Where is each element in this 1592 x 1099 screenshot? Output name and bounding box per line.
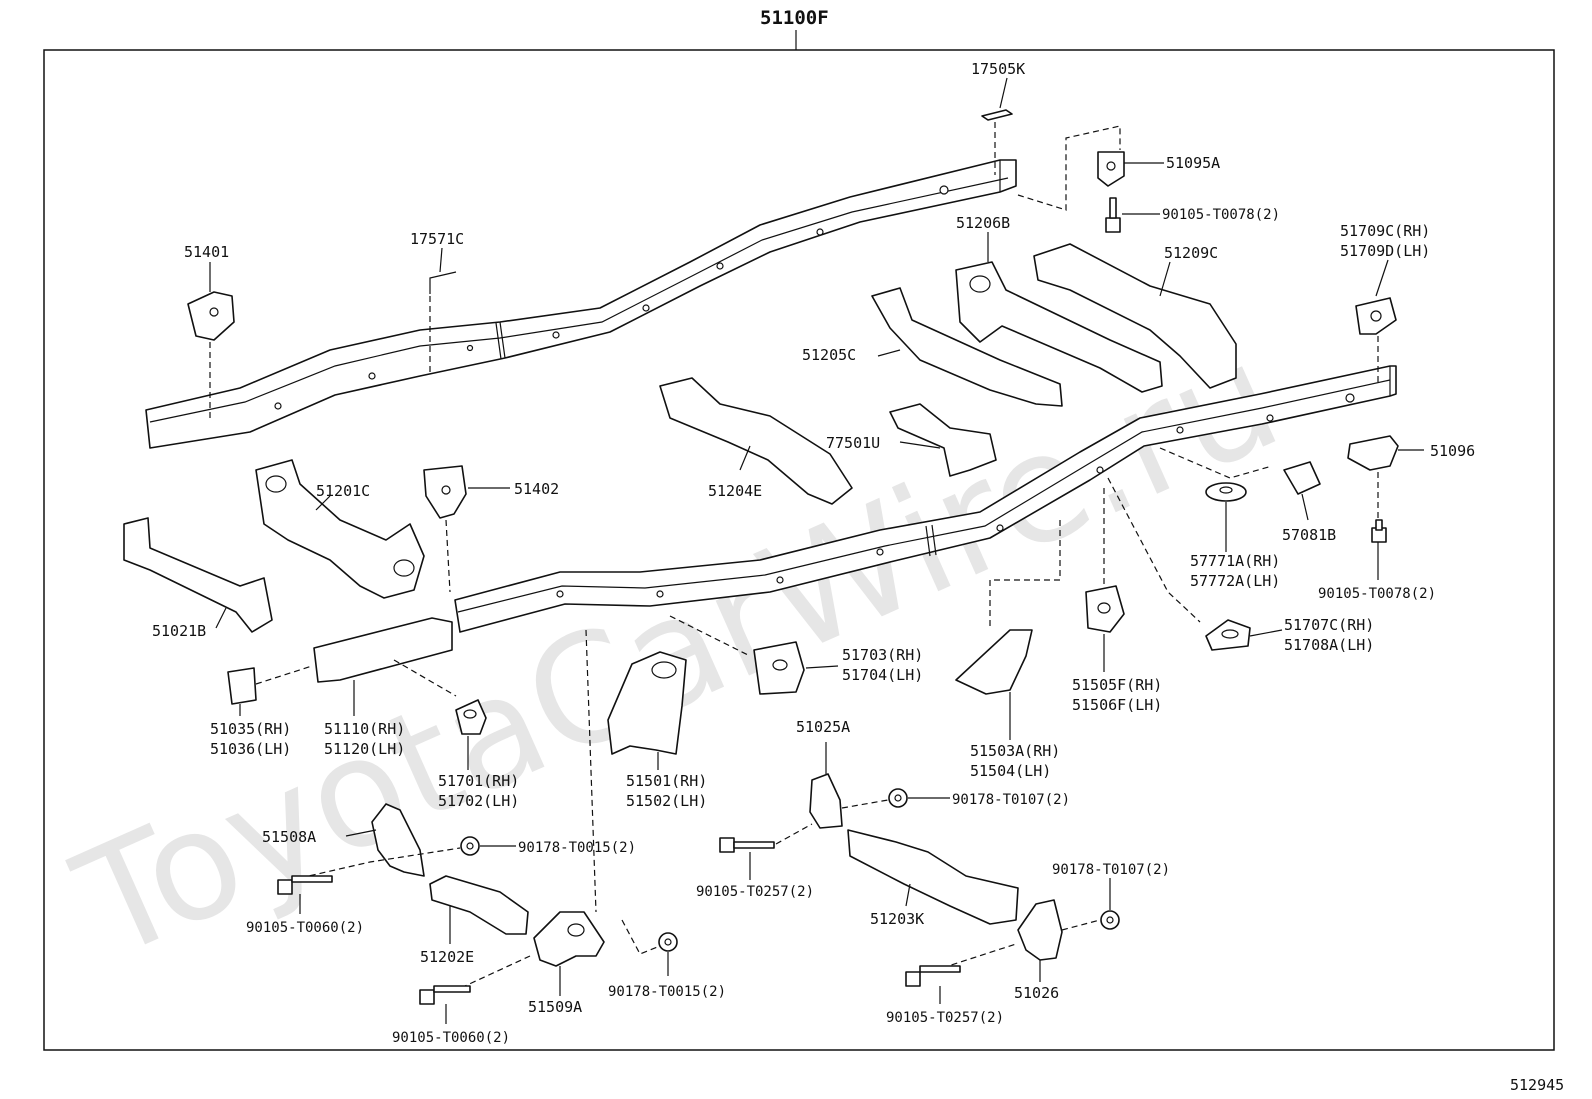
label-57081B: 57081B	[1282, 526, 1336, 544]
label-nut-0107-a: 90178-T0107(2)	[952, 792, 1070, 808]
part-51203K	[847, 829, 1019, 925]
part-51508A	[371, 803, 425, 877]
label-bolt-0060-b: 90105-T0060(2)	[392, 1030, 510, 1046]
diagram-border	[43, 49, 1555, 1051]
label-51503A: 51503A(RH)	[970, 742, 1060, 760]
label-bolt-0078-top: 90105-T0078(2)	[1162, 207, 1280, 223]
part-51503A	[955, 629, 1033, 695]
label-51201C: 51201C	[316, 482, 370, 500]
label-51508A: 51508A	[262, 828, 316, 846]
part-51401	[187, 291, 235, 341]
part-51110	[313, 617, 453, 683]
bolt-icon	[905, 965, 961, 987]
part-51509A	[533, 911, 605, 967]
label-51205C: 51205C	[802, 346, 856, 364]
label-51502: 51502(LH)	[626, 792, 707, 810]
part-17505K	[981, 109, 1013, 121]
label-51501: 51501(RH)	[626, 772, 707, 790]
label-nut-0107-b: 90178-T0107(2)	[1052, 862, 1170, 878]
label-51025A: 51025A	[796, 718, 850, 736]
label-51203K: 51203K	[870, 910, 924, 928]
label-17505K: 17505K	[971, 60, 1025, 78]
label-51095A: 51095A	[1166, 154, 1220, 172]
label-51709D: 51709D(LH)	[1340, 242, 1430, 260]
part-51204E	[659, 377, 853, 505]
bolt-icon	[719, 837, 775, 853]
bolt-icon	[1371, 519, 1387, 543]
label-nut-0015-b: 90178-T0015(2)	[608, 984, 726, 1000]
label-51707C: 51707C(RH)	[1284, 616, 1374, 634]
figure-number: 512945	[1510, 1076, 1564, 1094]
label-51702: 51702(LH)	[438, 792, 519, 810]
part-51205C	[871, 287, 1063, 407]
part-57081B	[1283, 461, 1321, 495]
label-57771A: 57771A(RH)	[1190, 552, 1280, 570]
part-51021B	[123, 517, 273, 633]
label-51110: 51110(RH)	[324, 720, 405, 738]
label-bolt-0257-b: 90105-T0257(2)	[886, 1010, 1004, 1026]
part-51025A	[809, 773, 843, 829]
label-57772A: 57772A(LH)	[1190, 572, 1280, 590]
bolt-icon	[277, 875, 333, 895]
label-bolt-0257-a: 90105-T0257(2)	[696, 884, 814, 900]
part-51035	[227, 667, 257, 705]
part-51202E	[429, 875, 529, 935]
part-51209C	[1033, 243, 1237, 389]
part-51206B	[955, 261, 1163, 393]
label-51703: 51703(RH)	[842, 646, 923, 664]
label-51202E: 51202E	[420, 948, 474, 966]
part-51026	[1017, 899, 1063, 961]
label-51504: 51504(LH)	[970, 762, 1051, 780]
frame-rail-upper	[145, 159, 1017, 449]
label-51035: 51035(RH)	[210, 720, 291, 738]
label-51509A: 51509A	[528, 998, 582, 1016]
part-77501U	[889, 403, 997, 477]
label-17571C: 17571C	[410, 230, 464, 248]
label-51701: 51701(RH)	[438, 772, 519, 790]
label-bolt-0078-right: 90105-T0078(2)	[1318, 586, 1436, 602]
label-bolt-0060-a: 90105-T0060(2)	[246, 920, 364, 936]
label-51120: 51120(LH)	[324, 740, 405, 758]
label-77501U: 77501U	[826, 434, 880, 452]
label-51096: 51096	[1430, 442, 1475, 460]
label-51036: 51036(LH)	[210, 740, 291, 758]
title-label: 51100F	[760, 7, 829, 29]
part-17571C	[429, 271, 457, 294]
part-51096	[1347, 435, 1399, 471]
label-51026: 51026	[1014, 984, 1059, 1002]
label-51209C: 51209C	[1164, 244, 1218, 262]
label-51708A: 51708A(LH)	[1284, 636, 1374, 654]
label-51204E: 51204E	[708, 482, 762, 500]
frame-rail-lower	[454, 365, 1397, 633]
label-51021B: 51021B	[152, 622, 206, 640]
label-51402: 51402	[514, 480, 559, 498]
bolt-icon	[1105, 197, 1121, 233]
label-51704: 51704(LH)	[842, 666, 923, 684]
label-51206B: 51206B	[956, 214, 1010, 232]
label-51709C: 51709C(RH)	[1340, 222, 1430, 240]
part-51201C	[255, 459, 425, 599]
label-nut-0015-a: 90178-T0015(2)	[518, 840, 636, 856]
bolt-icon	[419, 985, 471, 1005]
label-51506F: 51506F(LH)	[1072, 696, 1162, 714]
label-51401: 51401	[184, 243, 229, 261]
label-51505F: 51505F(RH)	[1072, 676, 1162, 694]
